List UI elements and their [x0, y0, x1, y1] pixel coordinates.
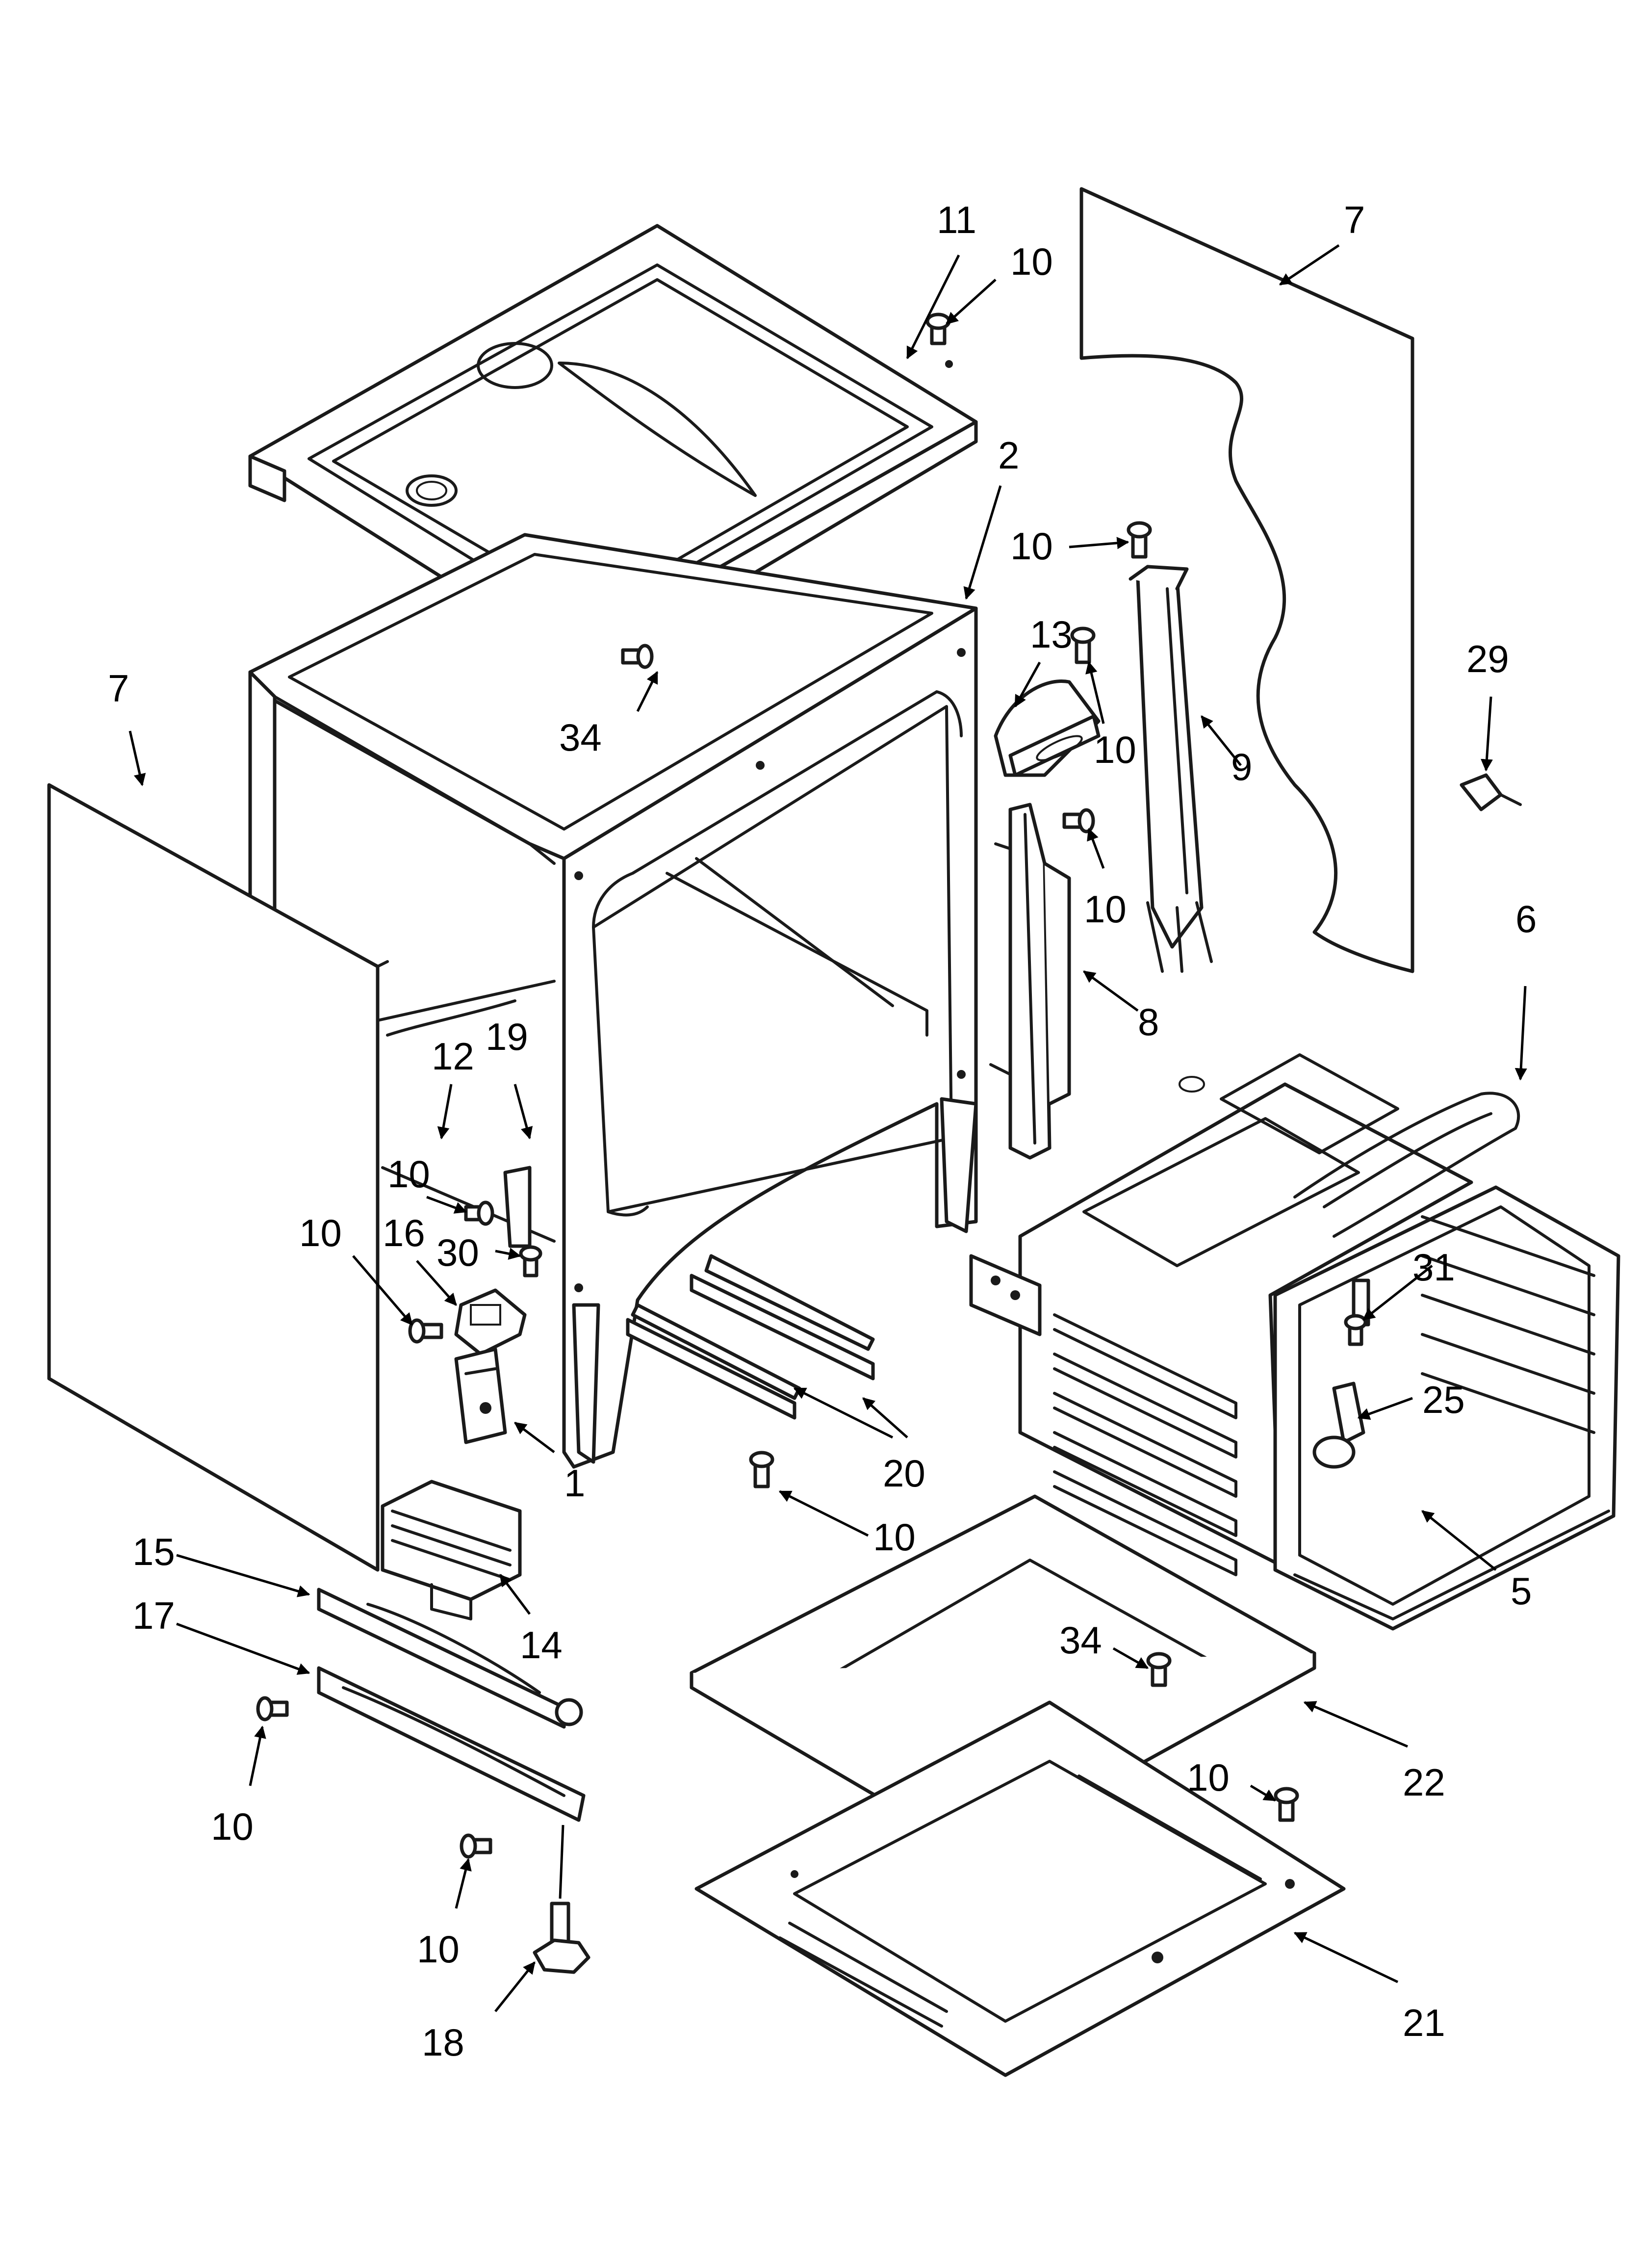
leveling-rails: [317, 1588, 586, 1822]
left-side-panel: [47, 783, 389, 1572]
terminal-block: [454, 1288, 527, 1444]
screw-base-right: [1274, 1787, 1299, 1822]
callout-10: 10: [1010, 524, 1053, 568]
callout-10: 10: [1084, 887, 1127, 931]
callout-16: 16: [383, 1211, 425, 1254]
rail: [989, 803, 1071, 1160]
strap: [1129, 565, 1213, 973]
callout-31: 31: [1412, 1246, 1455, 1289]
callout-29: 29: [1466, 637, 1509, 680]
cabinet-frame: [248, 533, 978, 1469]
frame-internal: [376, 980, 556, 1248]
callout-34: 34: [559, 716, 602, 759]
callout-10: 10: [211, 1805, 254, 1848]
callout-7: 7: [108, 667, 129, 710]
callout-10: 10: [1094, 728, 1136, 771]
probe-assembly: [1312, 1278, 1370, 1469]
oven-light: [1460, 773, 1522, 811]
screw-left-mid: [408, 1318, 443, 1344]
screw-top-panel: [925, 313, 951, 345]
callout-10: 10: [1010, 240, 1053, 283]
callout-34: 34: [1059, 1618, 1102, 1662]
callout-15: 15: [132, 1530, 175, 1573]
callout-18: 18: [422, 2021, 464, 2064]
screw-34-base: [1146, 1652, 1172, 1687]
callout-5: 5: [1511, 1569, 1532, 1613]
callout-20: 20: [883, 1452, 925, 1495]
callout-25: 25: [1422, 1378, 1465, 1421]
callout-8: 8: [1138, 1000, 1159, 1043]
screw-frame-top: [621, 644, 654, 669]
screw-lower-a: [256, 1696, 289, 1721]
callout-13: 13: [1030, 613, 1073, 656]
callout-9: 9: [1231, 745, 1252, 788]
screw-lower-b: [460, 1833, 492, 1859]
leveling-leg: [533, 1902, 590, 1974]
base-pan: [694, 1700, 1346, 2077]
support-rails: [626, 1254, 875, 1420]
screw-center: [749, 1451, 774, 1488]
screw-bracket: [1070, 626, 1096, 664]
screw-left-upper: [464, 1200, 494, 1226]
callout-1: 1: [564, 1461, 585, 1505]
screw-strap: [1127, 521, 1152, 559]
bracket: [994, 679, 1101, 777]
leader-lines: [128, 244, 1527, 2012]
screw-rail: [1062, 808, 1095, 834]
callout-17: 17: [132, 1594, 175, 1637]
callout-labels: 11 10 7 2 10 13 29 34 7 10 9 10 6 8 12 1…: [108, 198, 1537, 2064]
callout-10: 10: [1187, 1756, 1230, 1799]
callout-2: 2: [998, 434, 1019, 477]
screw-30: [519, 1245, 542, 1277]
callout-30: 30: [436, 1231, 479, 1274]
screw-31: [1344, 1314, 1367, 1346]
callout-11: 11: [937, 198, 976, 241]
callout-10: 10: [387, 1152, 430, 1196]
vent-bracket: [381, 1480, 522, 1620]
callout-7: 7: [1344, 198, 1365, 241]
callout-12: 12: [432, 1035, 474, 1078]
callout-10: 10: [299, 1211, 342, 1254]
callout-10: 10: [873, 1515, 916, 1559]
callout-22: 22: [1403, 1761, 1445, 1804]
callout-21: 21: [1403, 2001, 1445, 2044]
right-side-panel: [1079, 187, 1414, 973]
callout-10: 10: [417, 1928, 460, 1971]
callout-19: 19: [486, 1015, 528, 1058]
callout-14: 14: [520, 1623, 563, 1667]
callout-6: 6: [1515, 897, 1537, 940]
